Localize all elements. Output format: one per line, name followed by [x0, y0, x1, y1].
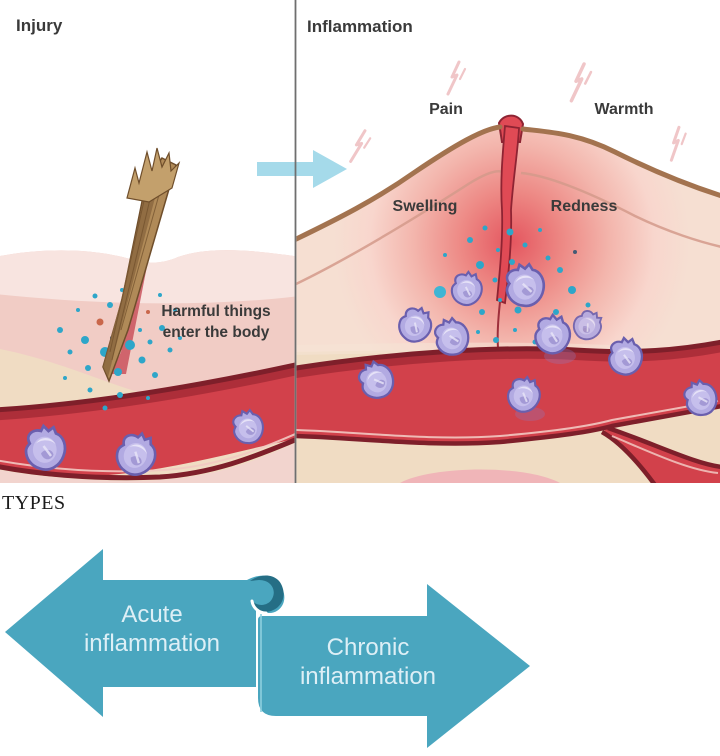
chronic-line-1: Chronic: [326, 634, 410, 661]
transition-arrow-icon: [257, 150, 347, 188]
inflammation-panel-art: [296, 60, 720, 483]
pain-lightning-icon: [446, 60, 467, 96]
acute-inflammation-label: Acute inflammation: [84, 600, 220, 658]
ribbon-curl-icon: [250, 575, 284, 612]
caption-line-2: enter the body: [162, 324, 270, 341]
types-heading: TYPES: [2, 492, 66, 514]
swelling-label: Swelling: [392, 198, 458, 215]
caption-line-1: Harmful things: [161, 303, 271, 320]
injury-panel-art: [0, 147, 295, 483]
pain-lightning-icon: [349, 128, 373, 165]
acute-line-2: inflammation: [83, 630, 221, 657]
chronic-arrow-shape: [258, 584, 530, 748]
chronic-inflammation-label: Chronic inflammation: [300, 633, 436, 691]
splinter-icon: [102, 147, 181, 384]
types-arrows-art: [3, 547, 530, 748]
pain-label: Pain: [429, 101, 463, 118]
redness-label: Redness: [550, 198, 618, 215]
injury-panel-title: Injury: [16, 16, 63, 35]
inflammation-panel-title: Inflammation: [307, 17, 413, 36]
wound-gash: [496, 114, 525, 349]
harmful-things-caption: Harmful things enter the body: [161, 301, 270, 343]
warmth-lightning-icon: [666, 125, 690, 162]
warmth-lightning-icon: [569, 62, 593, 103]
acute-line-1: Acute: [121, 601, 183, 628]
chronic-line-2: inflammation: [299, 663, 437, 690]
warmth-label: Warmth: [594, 101, 654, 118]
